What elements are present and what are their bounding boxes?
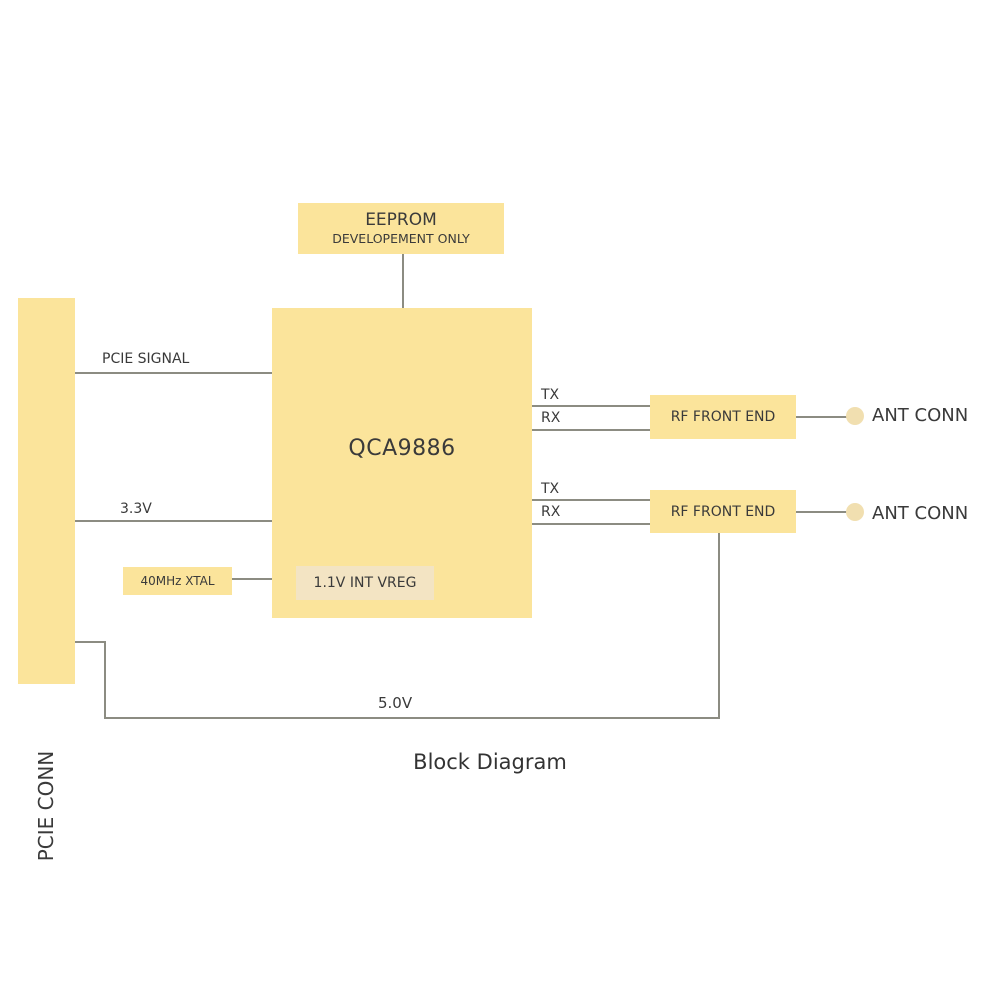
rf-front-end-2-label: RF FRONT END <box>670 503 776 520</box>
antenna-1-connector-icon <box>846 407 864 425</box>
v33-line <box>75 520 272 522</box>
tx2-label: TX <box>541 481 560 497</box>
v50-left-drop <box>104 641 106 719</box>
tx1-line <box>532 405 650 407</box>
vreg-label: 1.1V INT VREG <box>313 575 417 591</box>
eeprom-title: EEPROM <box>365 210 437 230</box>
eeprom-chip-link <box>402 254 404 309</box>
eeprom-subtitle: DEVELOPEMENT ONLY <box>332 231 470 246</box>
eeprom-block: EEPROM DEVELOPEMENT ONLY <box>298 203 504 254</box>
xtal-label: 40MHz XTAL <box>140 574 215 588</box>
v50-right-rise <box>718 533 720 719</box>
antenna-2-label: ANT CONN <box>872 503 969 524</box>
tx2-line <box>532 499 650 501</box>
xtal-block: 40MHz XTAL <box>123 567 232 595</box>
rx1-label: RX <box>541 410 561 426</box>
xtal-line <box>232 578 272 580</box>
antenna-1-label: ANT CONN <box>872 405 969 426</box>
rf-front-end-1-block: RF FRONT END <box>650 395 796 439</box>
rx2-line <box>532 523 650 525</box>
chip-label: QCA9886 <box>348 436 456 461</box>
rx2-label: RX <box>541 504 561 520</box>
rx1-line <box>532 429 650 431</box>
v33-label: 3.3V <box>120 501 152 517</box>
v50-label: 5.0V <box>378 694 413 712</box>
antenna-2-connector-icon <box>846 503 864 521</box>
rf-front-end-1-label: RF FRONT END <box>670 409 776 425</box>
v50-bottom-line <box>104 717 720 719</box>
v50-stub-line <box>75 641 106 643</box>
tx1-label: TX <box>541 387 560 403</box>
pcie-signal-label: PCIE SIGNAL <box>102 351 190 367</box>
diagram-caption: Block Diagram <box>413 750 567 774</box>
pcie-conn-block: PCIE CONN <box>18 298 75 861</box>
ant1-line <box>796 416 848 418</box>
ant2-line <box>796 511 848 513</box>
qca9886-chip-block: QCA9886 1.1V INT VREG <box>272 308 532 618</box>
pcie-signal-line <box>75 372 272 374</box>
rf-front-end-2-block: RF FRONT END <box>650 490 796 533</box>
vreg-block: 1.1V INT VREG <box>296 566 434 600</box>
